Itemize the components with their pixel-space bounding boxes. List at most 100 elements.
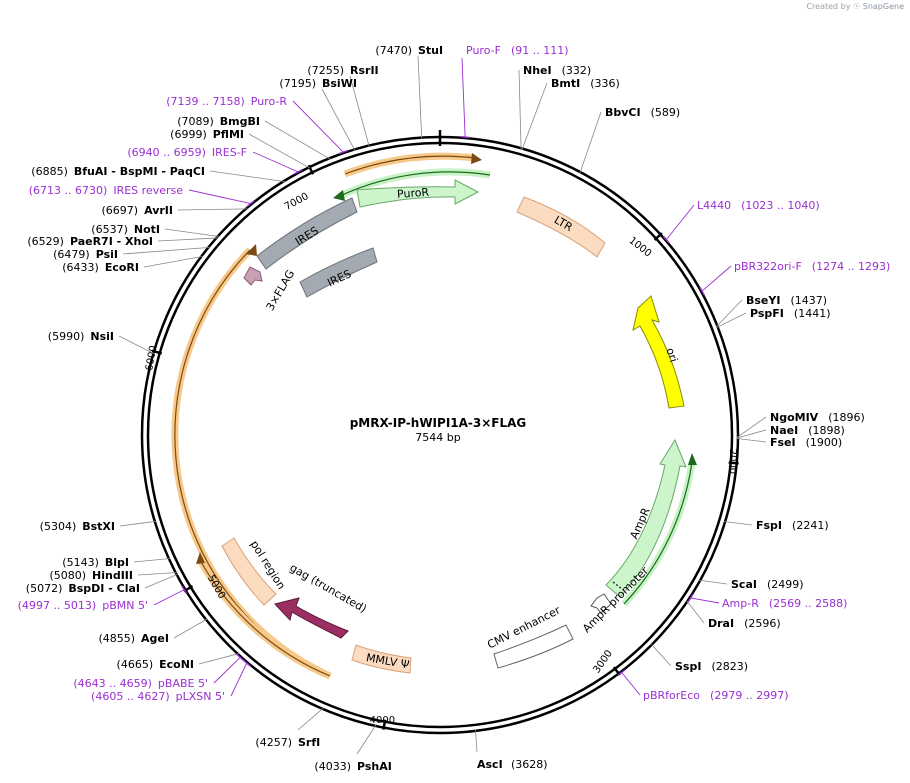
feature-ampr-promoter [590, 593, 612, 614]
site-sspi[interactable]: SspI(2823) [675, 660, 748, 673]
restriction-sites: StuI(7470) RsrII(7255)BsiWI (7195) BmgBI(70… [26, 44, 865, 773]
orf-top-orange-line [344, 155, 476, 175]
primer-puro-r[interactable]: Puro-R(7139 .. 7158) [166, 95, 287, 108]
site-leader-asci [475, 729, 478, 753]
primer-pbr322ori-f[interactable]: pBR322ori-F(1274 .. 1293) [734, 260, 890, 273]
snapgene-logo-icon: ☉ [853, 2, 861, 11]
site-blpi[interactable]: BlpI(5143) [62, 556, 129, 569]
primer-amp-r[interactable]: Amp-R(2569 .. 2588) [722, 597, 847, 610]
primer-range: (91 .. 111) [511, 44, 569, 57]
site-bmgbi[interactable]: BmgBI(7089) [177, 115, 260, 128]
site-name: BbvCI [605, 106, 641, 119]
site-ecori[interactable]: EcoRI(6433) [62, 261, 139, 274]
primer-pbmn5[interactable]: pBMN 5'(4997 .. 5013) [18, 599, 148, 612]
credit-brand: SnapGene [862, 2, 904, 11]
site-position: (6479) [53, 248, 90, 261]
site-srfi[interactable]: SrfI(4257) [255, 736, 320, 749]
site-bseyi[interactable]: BseYI(1437) [746, 294, 827, 307]
site-position: (4665) [117, 658, 154, 671]
primer-leader-l4440 [665, 204, 695, 240]
primer-leader-pbabe5 [213, 657, 241, 684]
site-position: (1437) [790, 294, 827, 307]
site-agei[interactable]: AgeI(4855) [98, 632, 169, 645]
site-naei[interactable]: NaeI(1898) [770, 424, 845, 437]
site-name: BsiWI [322, 77, 357, 90]
site-leader-fspi [724, 521, 753, 526]
site-paer7i[interactable]: PaeR7I - XhoI(6529) [27, 235, 153, 248]
orf-top-orange-head [471, 153, 482, 164]
site-position: (1900) [806, 436, 843, 449]
site-position: (589) [651, 106, 681, 119]
primer-ires-reverse[interactable]: IRES reverse(6713 .. 6730) [29, 184, 183, 197]
site-name: AscI [477, 758, 503, 771]
site-leader-bfuai [209, 170, 286, 183]
site-name: BmgBI [220, 115, 260, 128]
site-position: (6433) [62, 261, 99, 274]
site-nsii[interactable]: NsiI (5990) [48, 330, 114, 343]
site-position: (7255) [307, 64, 344, 77]
site-bspdi[interactable]: BspDI - ClaI(5072) [26, 582, 140, 595]
site-bmti[interactable]: BmtI(336) [551, 77, 620, 90]
site-psii[interactable]: PsiI(6479) [53, 248, 118, 261]
site-pspfi[interactable]: PspFI(1441) [750, 307, 830, 320]
site-position: (336) [590, 77, 620, 90]
site-name: AvrII [144, 204, 173, 217]
site-pshai[interactable]: PshAI(4033) [314, 760, 391, 773]
site-name: PflMI [213, 128, 244, 141]
site-noti[interactable]: NotI(6537) [91, 223, 160, 236]
site-leader-pspfi [716, 312, 747, 328]
site-name: ScaI [731, 578, 757, 591]
primer-name: IRES-F [212, 146, 247, 159]
primer-ires-f[interactable]: IRES-F(6940 .. 6959) [127, 146, 247, 159]
scale-tick-label: 2000 [727, 449, 738, 474]
site-position: (5990) [48, 330, 85, 343]
site-name: NsiI [90, 330, 114, 343]
site-name: EcoNI [159, 658, 194, 671]
site-position: (7195) [279, 77, 316, 90]
site-drai[interactable]: DraI(2596) [708, 617, 781, 630]
site-stui[interactable]: StuI(7470) [375, 44, 443, 57]
site-position: (1441) [794, 307, 831, 320]
site-position: (6999) [170, 128, 207, 141]
site-fspi[interactable]: FspI(2241) [756, 519, 829, 532]
site-rsrii[interactable]: RsrII(7255) [307, 64, 378, 77]
site-name: DraI [708, 617, 734, 630]
site-leader-noti [164, 228, 220, 237]
site-leader-nsii [118, 335, 155, 355]
primer-l4440[interactable]: L4440(1023 .. 1040) [697, 199, 820, 212]
site-avrii[interactable]: AvrII(6697) [102, 204, 173, 217]
site-bsiwi[interactable]: BsiWI (7195) [279, 77, 357, 90]
site-position: (6537) [91, 223, 128, 236]
primer-range: (7139 .. 7158) [166, 95, 245, 108]
orf-top-green-head [333, 190, 345, 201]
site-leader-stui [417, 55, 423, 139]
primer-puro-f[interactable]: Puro-F(91 .. 111) [466, 44, 569, 57]
site-bbvci[interactable]: BbvCI (589) [605, 106, 680, 119]
primer-name: pBRforEco [643, 689, 700, 702]
site-hindiii[interactable]: HindIII(5080) [49, 569, 133, 582]
primer-pbabe5[interactable]: pBABE 5'(4643 .. 4659) [73, 677, 208, 690]
site-bstxi[interactable]: BstXI(5304) [40, 520, 115, 533]
scale-tick-label: 1000 [627, 235, 654, 259]
primer-pbrforeco[interactable]: pBRforEco(2979 .. 2997) [643, 689, 789, 702]
site-ngomiv[interactable]: NgoMIV(1896) [770, 411, 865, 424]
primer-plxsn5[interactable]: pLXSN 5'(4605 .. 4627) [91, 690, 225, 703]
primer-leader-pbrforeco [621, 672, 641, 696]
feature-cmv-enhancer [493, 624, 574, 669]
plasmid-length: 7544 bp [415, 431, 460, 444]
site-pflmi[interactable]: PflMI (6999) [170, 128, 244, 141]
site-scai[interactable]: ScaI(2499) [731, 578, 804, 591]
scale-tick [307, 164, 315, 175]
feature-ltr [516, 196, 606, 258]
site-bfuai[interactable]: BfuAI - BspMI - PaqCI(6885) [31, 165, 205, 178]
site-nhei[interactable]: NheI(332) [523, 64, 591, 77]
site-leader-fsei [736, 438, 767, 443]
site-leader-drai [686, 600, 705, 624]
site-leader-blpi [133, 558, 170, 563]
site-econi[interactable]: EcoNI (4665) [117, 658, 194, 671]
primer-name: L4440 [697, 199, 731, 212]
site-fsei[interactable]: FseI(1900) [770, 436, 842, 449]
feature-3xflag [243, 266, 263, 286]
site-asci[interactable]: AscI(3628) [477, 758, 548, 771]
